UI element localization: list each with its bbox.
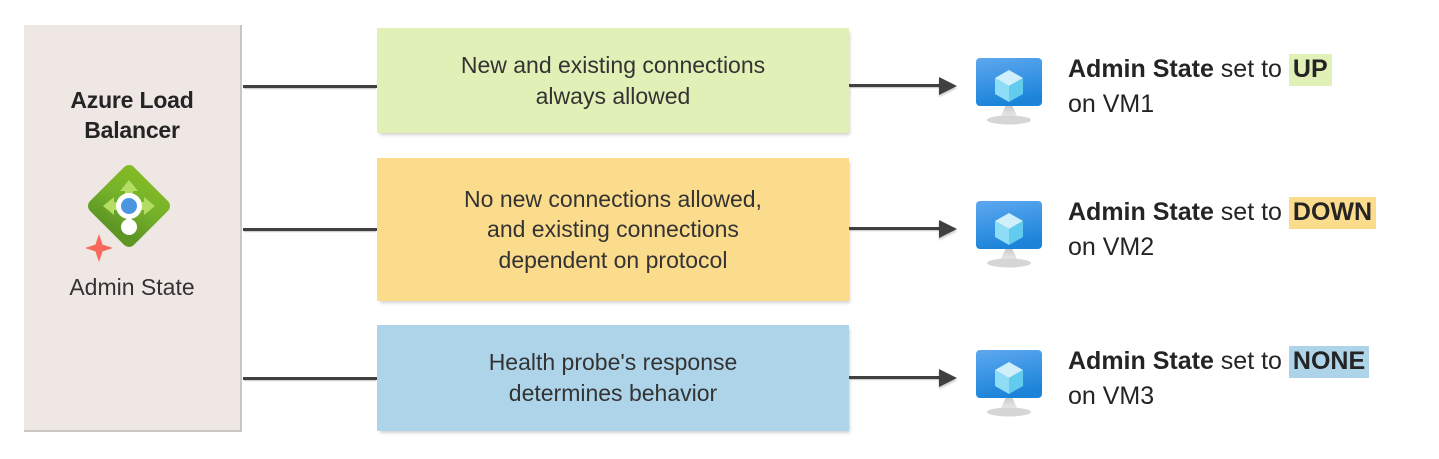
vm-label-mid-2: set to (1213, 198, 1289, 226)
load-balancer-title-line1: Azure Load (70, 87, 194, 113)
description-text-up: New and existing connections always allo… (461, 50, 765, 111)
vm-row-down: Admin State set to DOWN on VM2 (968, 193, 1377, 273)
virtual-machine-icon-svg-3 (976, 350, 1042, 417)
arrow-head-icon-3 (939, 369, 957, 387)
arrow-shaft-2 (849, 227, 941, 230)
status-badge-down: DOWN (1288, 197, 1377, 229)
load-balancer-title-line2: Balancer (84, 117, 180, 144)
description-line3-down: dependent on protocol (498, 246, 728, 273)
arrow-head-icon-1 (939, 77, 957, 95)
status-badge-none: NONE (1288, 346, 1370, 378)
description-line1-down: No new connections allowed, (464, 185, 762, 212)
azure-load-balancer-icon (77, 164, 187, 264)
virtual-machine-icon-3 (968, 342, 1048, 422)
azure-load-balancer-panel: Azure Load Balancer (24, 25, 242, 432)
vm-label-bold-2: Admin State (1068, 198, 1214, 226)
connector-line-lb-to-box-1 (243, 85, 377, 88)
description-line1-up: New and existing connections (460, 51, 766, 78)
vm-label-mid-1: set to (1213, 55, 1289, 83)
description-box-up: New and existing connections always allo… (377, 28, 849, 133)
virtual-machine-icon-svg-1 (976, 58, 1042, 125)
description-line2-down: and existing connections (487, 216, 739, 243)
load-balancer-caption: Admin State (69, 273, 195, 300)
description-box-none: Health probe's response determines behav… (377, 325, 849, 431)
vm-row-up: Admin State set to UP on VM1 (968, 50, 1332, 130)
vm-label-sub-1: on VM1 (1068, 89, 1155, 118)
vm-label-down: Admin State set to DOWN on VM2 (1068, 193, 1377, 264)
vm-label-bold-3: Admin State (1068, 347, 1214, 375)
virtual-machine-icon-2 (968, 193, 1048, 273)
virtual-machine-icon-1 (968, 50, 1048, 130)
cube-glyph-3 (995, 362, 1023, 394)
status-badge-up: UP (1288, 54, 1332, 86)
arrow-box-to-vm2 (849, 220, 962, 238)
vm-label-sub-3: on VM3 (1068, 381, 1155, 410)
load-balancer-title: Azure Load Balancer (70, 85, 193, 146)
description-box-down: No new connections allowed, and existing… (377, 158, 849, 301)
description-text-none: Health probe's response determines behav… (489, 347, 738, 408)
cube-glyph-2 (995, 213, 1023, 245)
description-text-down: No new connections allowed, and existing… (464, 184, 762, 276)
connector-line-lb-to-box-3 (243, 377, 377, 380)
arrow-head-icon-2 (939, 220, 957, 238)
arrow-shaft-1 (849, 84, 941, 87)
arrow-shaft-3 (849, 376, 941, 379)
sparkle-icon (85, 233, 113, 262)
description-line2-none: determines behavior (508, 380, 718, 406)
virtual-machine-icon-svg-2 (976, 201, 1042, 268)
vm-label-up: Admin State set to UP on VM1 (1068, 50, 1332, 121)
arrow-box-to-vm3 (849, 369, 962, 387)
description-line2-up: always allowed (535, 82, 691, 109)
vm-label-none: Admin State set to NONE on VM3 (1068, 342, 1370, 413)
vm-label-bold-1: Admin State (1068, 55, 1214, 83)
arrow-box-to-vm1 (849, 77, 962, 95)
cube-glyph-1 (995, 70, 1023, 102)
connector-line-lb-to-box-2 (243, 228, 377, 231)
vm-label-mid-3: set to (1213, 347, 1289, 375)
vm-row-none: Admin State set to NONE on VM3 (968, 342, 1370, 422)
azure-load-balancer-icon-svg (85, 164, 170, 262)
description-line1-none: Health probe's response (488, 349, 738, 376)
vm-label-sub-2: on VM2 (1068, 232, 1155, 261)
